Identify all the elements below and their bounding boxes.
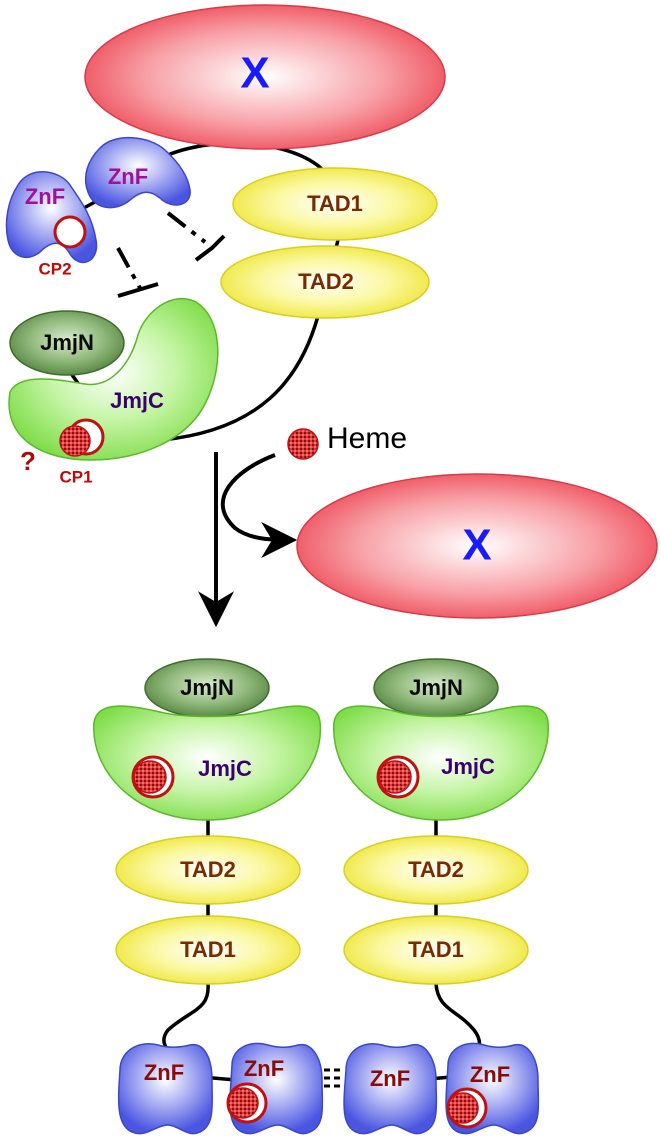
tad1-bottom-left (115, 915, 301, 985)
protein-x-top-label: X (240, 49, 269, 98)
tad2-bottom-right (343, 835, 529, 905)
protein-x-top (84, 4, 446, 150)
tad2-top-label: TAD2 (298, 269, 354, 294)
jmjn-top (9, 310, 125, 376)
protein-x-released (296, 473, 658, 619)
jmjc-bottom-left-label: JmjC (198, 756, 252, 781)
linker-left-tad1-znf (162, 983, 210, 1057)
tad1-bottom-right-label: TAD1 (408, 937, 464, 962)
heme-label: Heme (327, 422, 407, 455)
tad2-bottom-left (115, 835, 301, 905)
heme-znf-bottom-2 (227, 1087, 259, 1119)
znf-right-top (84, 136, 191, 209)
heme-bottom-right-jmjc (378, 760, 412, 794)
tad2-bottom-right-label: TAD2 (408, 857, 464, 882)
znf-bottom-4-label: ZnF (470, 1062, 510, 1087)
inhibition-line-2 (116, 247, 142, 289)
release-arrow (220, 453, 298, 558)
jmjn-top-label: JmjN (40, 330, 94, 355)
heme-molecule (287, 428, 319, 460)
znf-bottom-3-label: ZnF (370, 1066, 410, 1091)
cp1-label: CP1 (59, 467, 92, 486)
jmjc-top-label: JmjC (110, 388, 164, 413)
cp2-site (53, 215, 87, 249)
znf-left-top-label: ZnF (25, 184, 65, 209)
inhibition-bar-2 (117, 282, 159, 298)
znf-bottom-1-label: ZnF (144, 1060, 184, 1085)
znf-bottom-2-label: ZnF (244, 1056, 284, 1081)
jmjc-top (8, 297, 219, 461)
tad2-bottom-left-label: TAD2 (180, 857, 236, 882)
znf-bottom-3 (343, 1043, 438, 1135)
heme-cp1-top (59, 425, 91, 457)
tad2-top (220, 245, 430, 319)
znf-bottom-1 (117, 1043, 213, 1135)
tad1-top (232, 167, 438, 241)
heme-znf-bottom-4 (447, 1092, 479, 1124)
dimer-dotted-link (304, 1068, 344, 1088)
jmjn-bottom-right-label: JmjN (409, 675, 463, 700)
tad1-top-label: TAD1 (307, 191, 363, 216)
tad1-bottom-left-label: TAD1 (180, 937, 236, 962)
protein-x-released-label: X (462, 521, 491, 570)
inhibition-bar-1 (194, 234, 226, 262)
linker-tad2-jmjc (161, 315, 320, 442)
jmjn-bottom-left-label: JmjN (180, 675, 234, 700)
znf-right-top-label: ZnF (108, 164, 148, 189)
question-mark: ? (20, 446, 36, 476)
heme-bottom-left-jmjc (133, 760, 167, 794)
jmjc-bottom-right-label: JmjC (441, 754, 495, 779)
tad1-bottom-right (343, 915, 529, 985)
inhibition-line-1 (166, 211, 207, 244)
cp2-label: CP2 (38, 259, 71, 278)
